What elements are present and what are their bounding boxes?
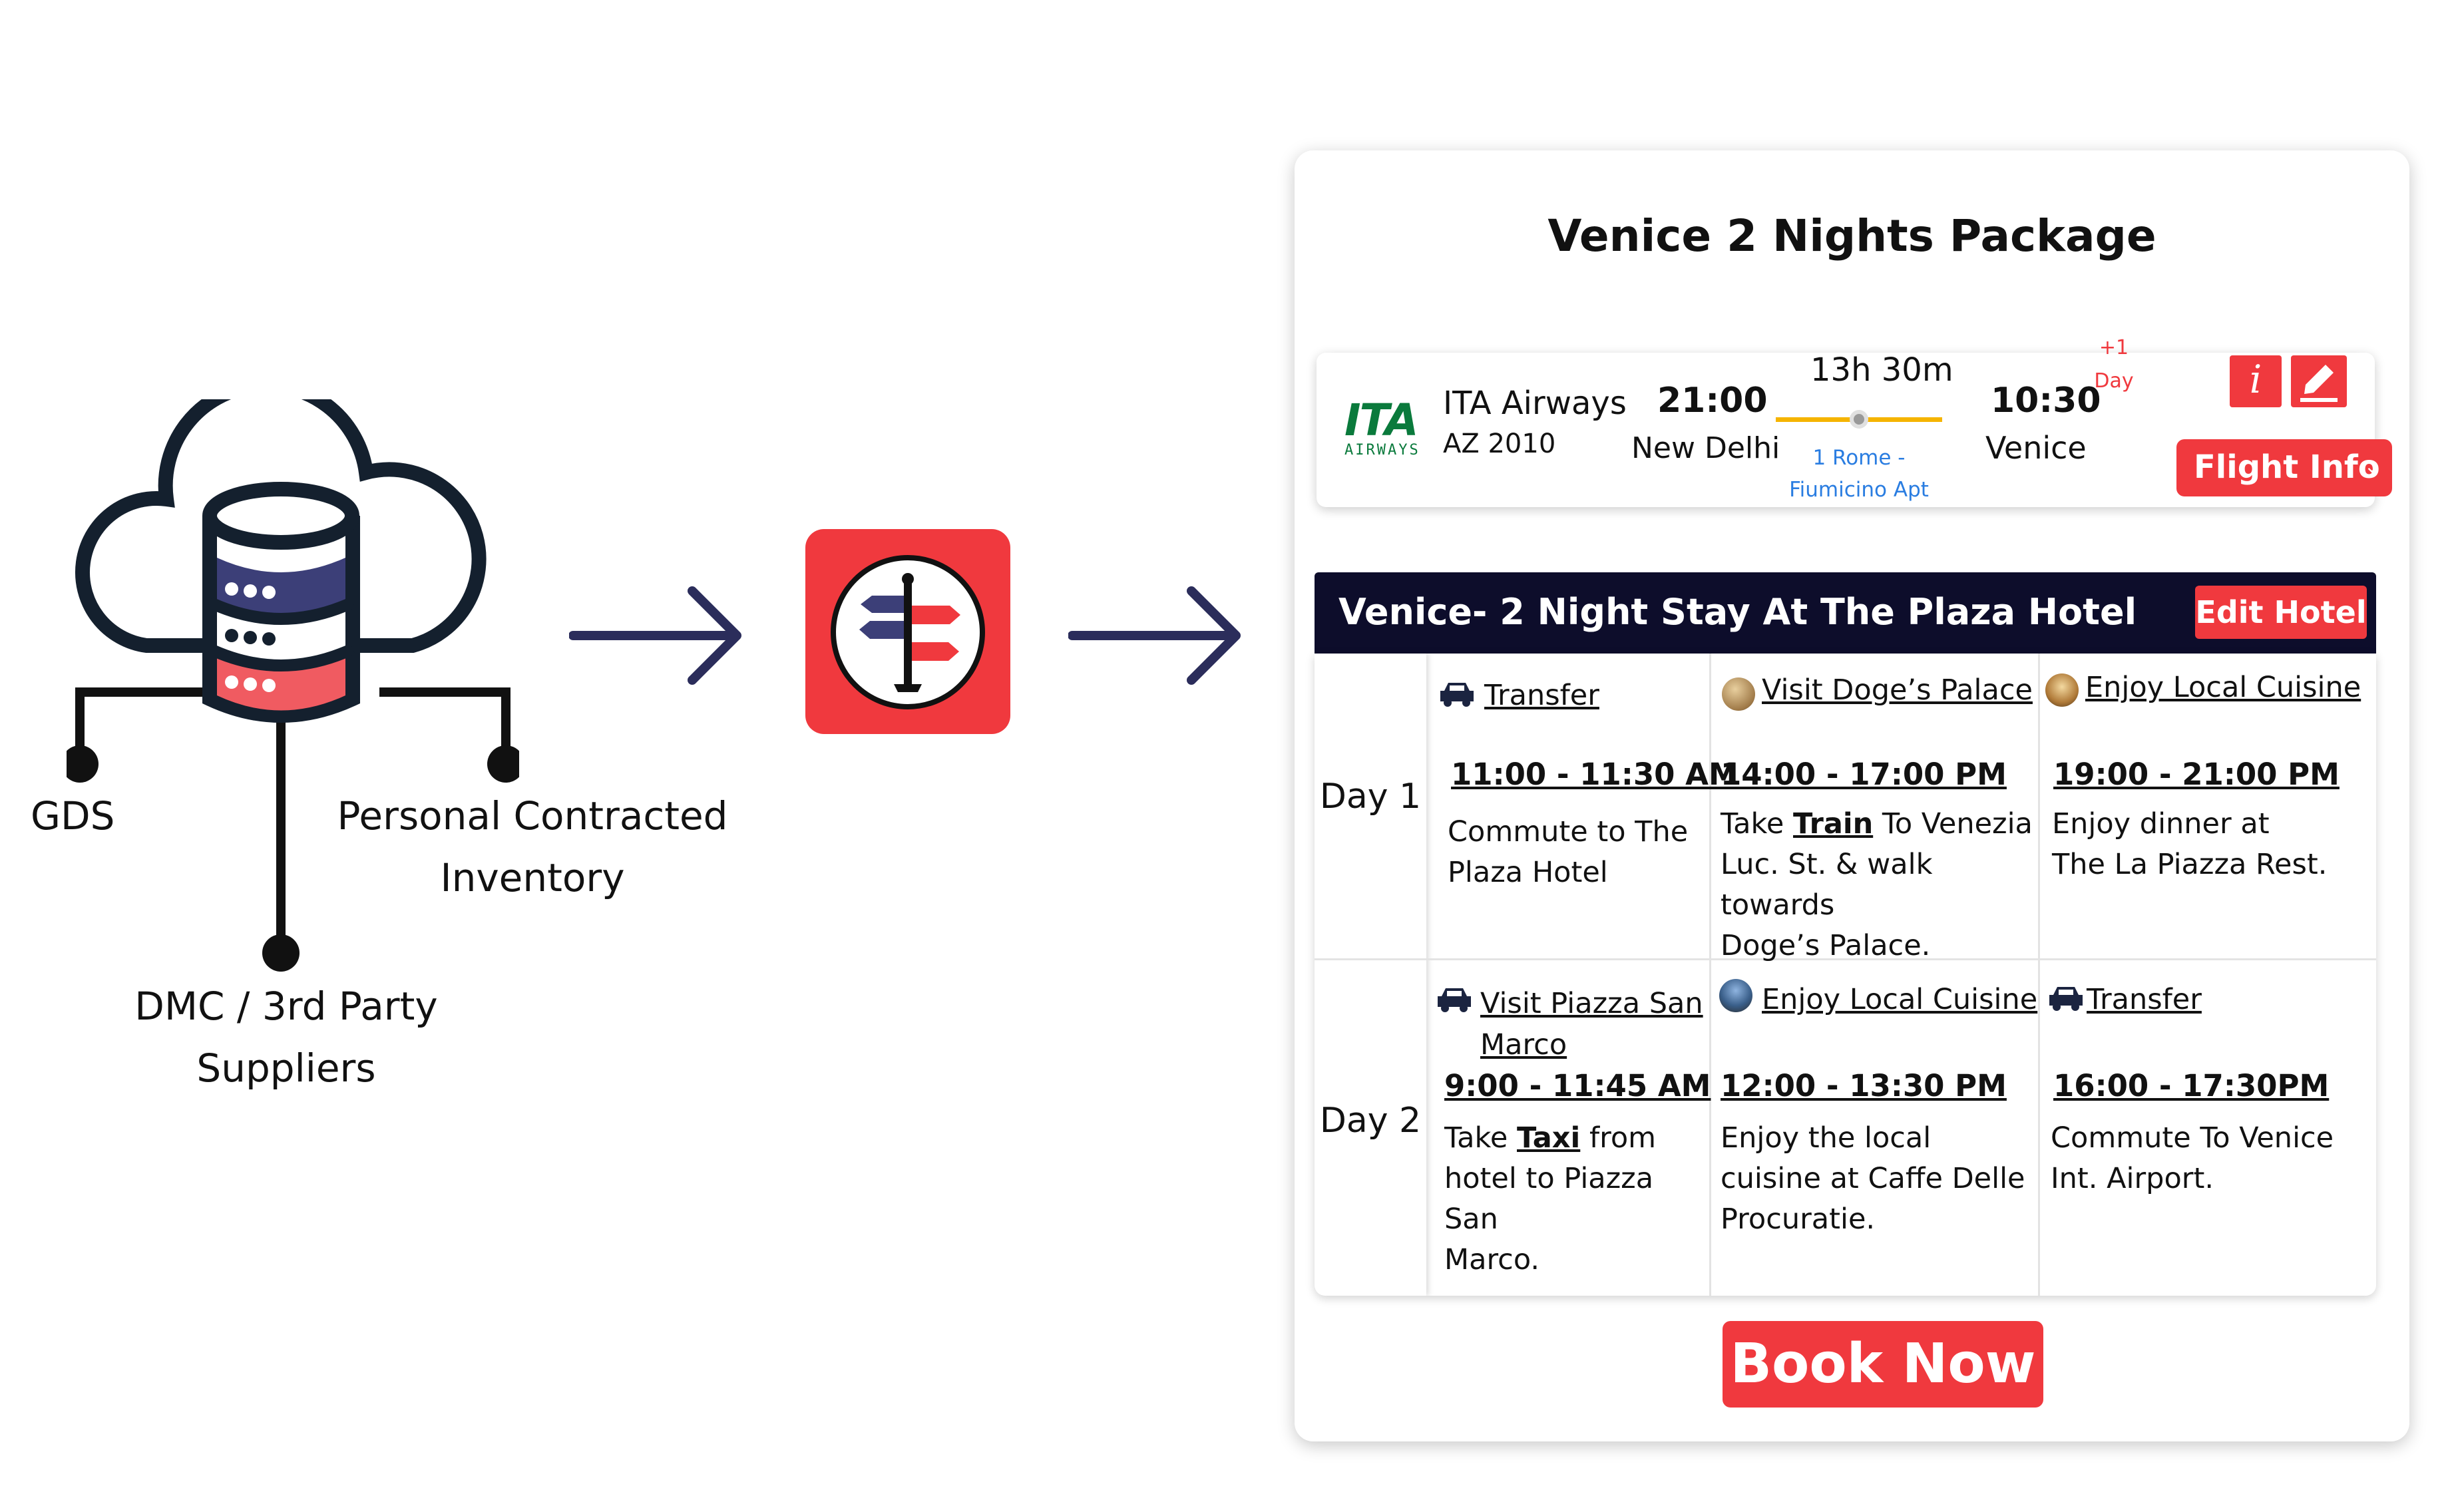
- stopover-line2: Fiumicino Apt: [1789, 478, 1929, 502]
- restaurant-photo-icon: [2045, 673, 2079, 707]
- activity-description: Take Taxi from hotel to Piazza San Marco…: [1444, 1118, 1709, 1280]
- activity-transfer: Transfer 11:00 - 11:30 AM Commute to The…: [1431, 654, 1738, 958]
- airline-logo: ITA AIRWAYS: [1344, 399, 1427, 459]
- package-title: Venice 2 Nights Package: [1547, 210, 2156, 262]
- cafe-photo-icon: [1719, 979, 1752, 1012]
- desc-line: hotel to Piazza San: [1444, 1162, 1654, 1236]
- flight-summary: ITA AIRWAYS ITA Airways AZ 2010 21:00 Ne…: [1317, 336, 2392, 507]
- edit-hotel-button[interactable]: Edit Hotel: [2195, 586, 2367, 639]
- arrival-city: Venice: [1985, 430, 2087, 466]
- title-line: Marco: [1480, 1028, 1567, 1061]
- stopover-info: 1 Rome - Fiumicino Apt: [1776, 442, 1942, 506]
- desc-line: Commute To Venice: [2051, 1121, 2334, 1155]
- arrow-right-icon: [1068, 586, 1241, 685]
- activity-title[interactable]: Visit Piazza San Marco: [1480, 983, 1703, 1065]
- activity-title[interactable]: Visit Doge’s Palace: [1762, 673, 2033, 707]
- pencil-icon: [2300, 365, 2338, 402]
- activity-local-cuisine-cafe: Enjoy Local Cuisine 12:00 - 13:30 PM Enj…: [1711, 960, 2038, 1296]
- car-icon: [1438, 988, 1471, 1012]
- source-dmc-line1: DMC / 3rd Party: [134, 984, 438, 1029]
- airline-name: ITA Airways: [1443, 385, 1627, 422]
- desc-line: Plaza Hotel: [1448, 856, 1608, 889]
- stopover-line1: 1 Rome -: [1812, 446, 1906, 470]
- source-personal-inventory-label: Personal Contracted Inventory: [319, 785, 745, 909]
- desc-line: Enjoy dinner at: [2052, 807, 2270, 841]
- activity-time: 19:00 - 21:00 PM: [2053, 757, 2340, 792]
- source-gds-label: GDS: [31, 793, 115, 839]
- activity-doges-palace: Visit Doge’s Palace 14:00 - 17:00 PM Tak…: [1711, 654, 2038, 962]
- desc-line: Take Taxi from: [1444, 1118, 1709, 1159]
- desc-line: Luc. St. & walk towards: [1721, 848, 1933, 922]
- activity-time: 11:00 - 11:30 AM: [1451, 757, 1738, 792]
- desc-text: from: [1580, 1121, 1657, 1155]
- desc-line: Int. Airport.: [2051, 1162, 2214, 1195]
- desc-line: cuisine at Caffe Delle: [1721, 1162, 2025, 1195]
- activity-description: Commute To Venice Int. Airport.: [2051, 1118, 2334, 1199]
- plus-day-line2: Day: [2094, 369, 2134, 393]
- activity-title[interactable]: Enjoy Local Cuisine: [1762, 983, 2038, 1016]
- info-icon: i: [2249, 357, 2262, 402]
- info-button[interactable]: i: [2230, 355, 2282, 407]
- activity-title[interactable]: Transfer: [2087, 983, 2202, 1016]
- hotel-title: Venice- 2 Night Stay At The Plaza Hotel: [1338, 591, 2137, 633]
- departure-time: 21:00: [1657, 381, 1768, 421]
- activity-title[interactable]: Enjoy Local Cuisine: [2085, 671, 2361, 704]
- day-2-label: Day 2: [1319, 1101, 1422, 1141]
- edit-flight-button[interactable]: [2291, 355, 2347, 407]
- flight-info-label: Flight Info: [2194, 449, 2380, 486]
- cloud-database-icon: [67, 399, 519, 972]
- source-personal-line2: Inventory: [440, 854, 625, 900]
- desc-line: Enjoy the local: [1721, 1121, 1932, 1155]
- desc-line: Marco.: [1444, 1243, 1540, 1276]
- desc-text: Take: [1721, 807, 1793, 841]
- chevron-down-icon: ⌄: [2364, 455, 2380, 477]
- app-logo-signpost-icon: [805, 529, 1010, 734]
- flight-info-button[interactable]: Flight Info ⌄: [2176, 439, 2392, 496]
- activity-description: Take Train To Venezia Luc. St. & walk to…: [1721, 804, 2038, 966]
- activity-title[interactable]: Transfer: [1484, 679, 1599, 712]
- activity-description: Enjoy dinner at The La Piazza Rest.: [2052, 804, 2327, 885]
- desc-line: Commute to The: [1448, 815, 1689, 849]
- desc-highlight: Taxi: [1517, 1121, 1581, 1155]
- departure-city: New Delhi: [1631, 431, 1780, 465]
- arrow-right-icon: [569, 586, 741, 685]
- desc-line: Doge’s Palace.: [1721, 929, 1931, 962]
- itinerary-grid: Day 1 Day 2 Transfer 11:00 - 11:30 AM Co…: [1315, 654, 2376, 1296]
- day-column: Day 1 Day 2: [1315, 654, 1426, 1296]
- car-icon: [1440, 683, 1474, 707]
- activity-transfer-airport: Transfer 16:00 - 17:30PM Commute To Veni…: [2040, 960, 2376, 1296]
- activity-time: 12:00 - 13:30 PM: [1721, 1068, 2007, 1103]
- source-personal-line1: Personal Contracted: [337, 793, 728, 839]
- activity-piazza-san-marco: Visit Piazza San Marco 9:00 - 11:45 AM T…: [1431, 960, 1711, 1296]
- plus-day-line1: +1: [2099, 336, 2129, 359]
- desc-line: The La Piazza Rest.: [2052, 848, 2328, 881]
- hotel-header: Venice- 2 Night Stay At The Plaza Hotel …: [1315, 572, 2376, 654]
- activity-local-cuisine: Enjoy Local Cuisine 19:00 - 21:00 PM Enj…: [2040, 654, 2376, 958]
- desc-line: Take Train To Venezia: [1721, 804, 2038, 845]
- flight-number: AZ 2010: [1443, 429, 1556, 459]
- desc-highlight: Train: [1793, 807, 1874, 841]
- desc-text: To Venezia: [1873, 807, 2033, 841]
- activity-time: 14:00 - 17:00 PM: [1721, 757, 2007, 792]
- desc-text: Take: [1444, 1121, 1517, 1155]
- day-1-label: Day 1: [1319, 777, 1422, 817]
- source-dmc-label: DMC / 3rd Party Suppliers: [113, 976, 459, 1099]
- airline-logo-text: ITA: [1344, 395, 1419, 446]
- flight-duration: 13h 30m: [1810, 351, 1953, 389]
- activity-time: 9:00 - 11:45 AM: [1444, 1068, 1711, 1103]
- source-dmc-line2: Suppliers: [196, 1045, 376, 1091]
- activity-description: Enjoy the local cuisine at Caffe Delle P…: [1721, 1118, 2025, 1240]
- palace-photo-icon: [1722, 677, 1755, 711]
- desc-line: Procuratie.: [1721, 1203, 1876, 1236]
- plus-day-badge: +1 Day: [2087, 331, 2141, 398]
- title-line: Visit Piazza San: [1480, 987, 1703, 1020]
- arrival-time: 10:30: [1991, 381, 2101, 421]
- book-now-button[interactable]: Book Now: [1723, 1321, 2043, 1408]
- activity-time: 16:00 - 17:30PM: [2053, 1068, 2330, 1103]
- airline-logo-sub: AIRWAYS: [1344, 442, 1420, 459]
- car-icon: [2049, 987, 2083, 1011]
- activity-description: Commute to The Plaza Hotel: [1448, 812, 1688, 893]
- flight-timeline: [1776, 410, 1942, 429]
